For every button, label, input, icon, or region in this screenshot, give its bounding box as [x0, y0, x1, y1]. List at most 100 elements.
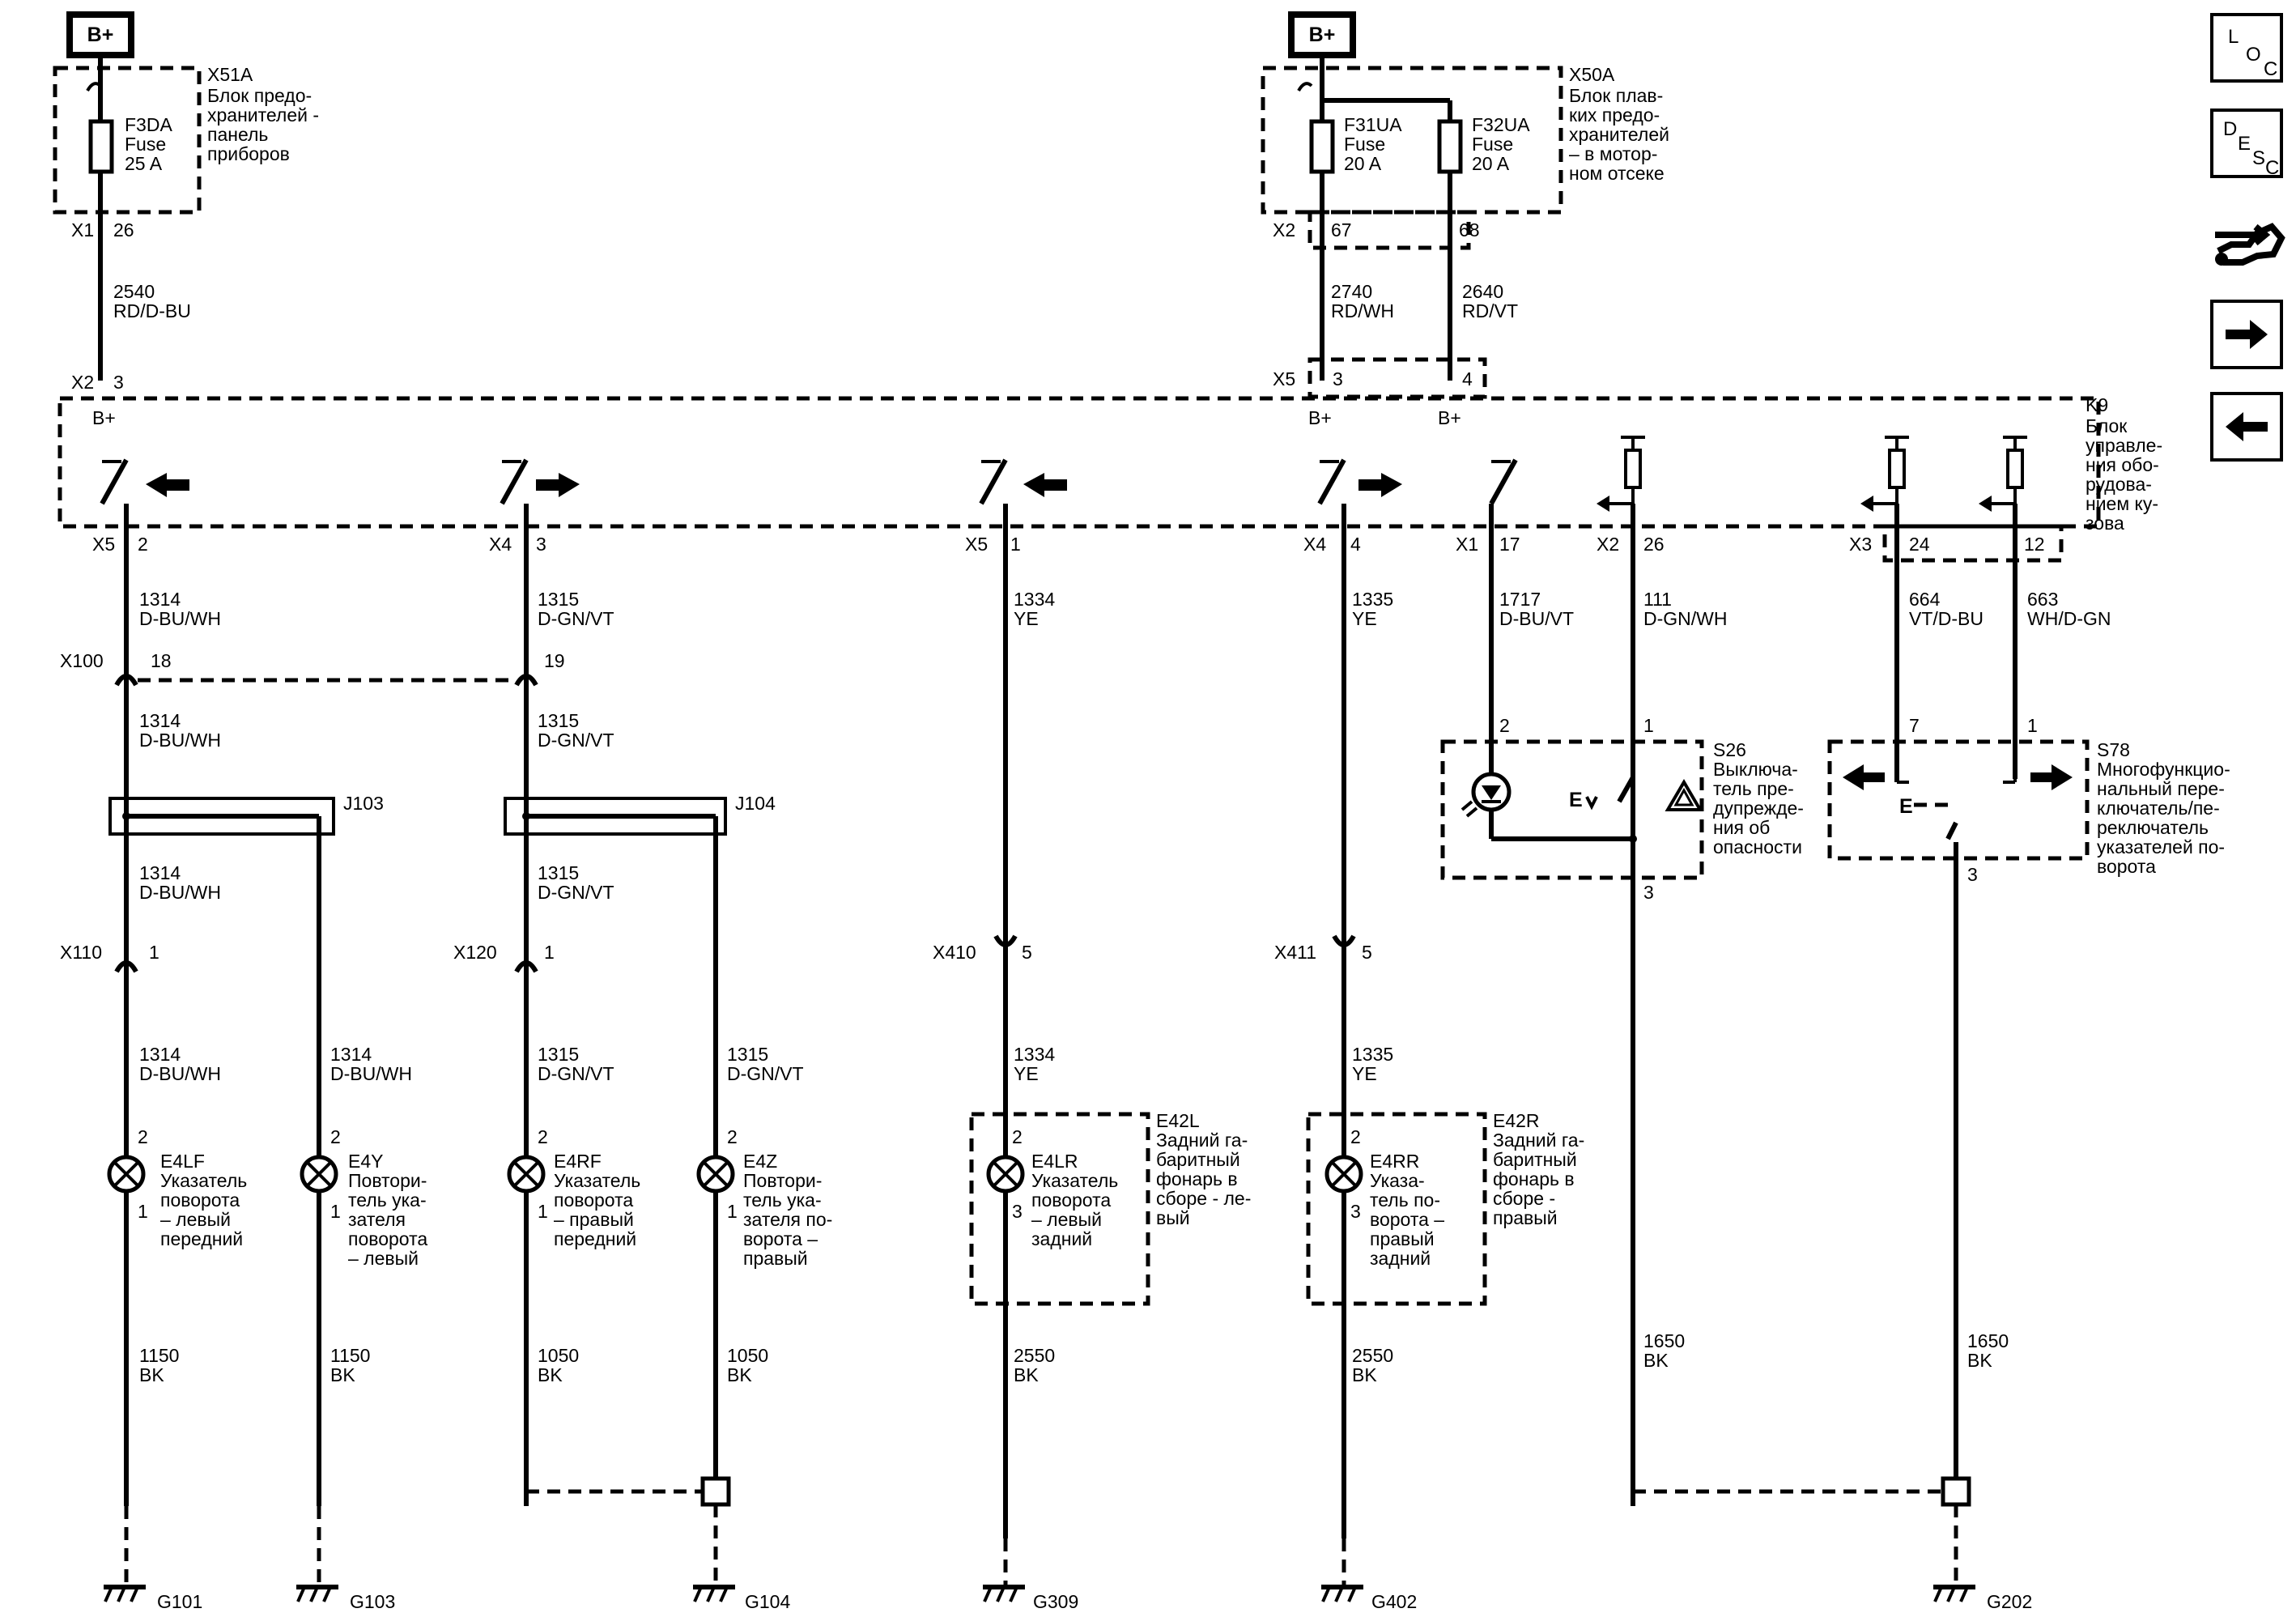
svg-text:1650: 1650 — [1643, 1330, 1685, 1351]
prev-button[interactable] — [2210, 392, 2283, 462]
svg-text:правый: правый — [743, 1248, 808, 1269]
component-locator-icon[interactable] — [2207, 202, 2288, 280]
svg-text:задний: задний — [1031, 1228, 1092, 1249]
k9-switch-4 — [1317, 458, 1402, 505]
svg-text:зателя по-: зателя по- — [743, 1209, 832, 1230]
ground-splice-g202 — [1631, 1425, 1971, 1507]
bplus-left: B+ — [66, 11, 134, 58]
k9-switch-1 — [100, 458, 189, 505]
svg-text:19: 19 — [544, 650, 565, 671]
svg-text:1150: 1150 — [139, 1345, 179, 1366]
svg-text:YE: YE — [1352, 1063, 1377, 1084]
hazard-lever-icon: E — [1569, 789, 1583, 811]
svg-text:X100: X100 — [60, 650, 104, 671]
svg-text:1315: 1315 — [538, 862, 579, 883]
svg-text:задний: задний — [1370, 1248, 1431, 1269]
svg-text:G103: G103 — [350, 1591, 395, 1612]
svg-text:2550: 2550 — [1014, 1345, 1055, 1366]
svg-text:664: 664 — [1909, 589, 1941, 610]
svg-text:Указатель: Указатель — [554, 1170, 640, 1191]
svg-text:3: 3 — [1350, 1201, 1361, 1222]
svg-text:3: 3 — [113, 372, 124, 393]
svg-text:B+: B+ — [1438, 407, 1461, 428]
switch-s26: E 2 1 3 S26 Выключа- тель пре- дупрежде-… — [1440, 715, 1804, 1506]
svg-text:J103: J103 — [343, 793, 384, 814]
svg-text:Fuse: Fuse — [1344, 134, 1385, 155]
svg-text:B+: B+ — [87, 23, 114, 46]
svg-text:1050: 1050 — [538, 1345, 579, 1366]
svg-text:рудова-: рудова- — [2086, 474, 2152, 495]
ground-g104: G104 — [693, 1585, 790, 1612]
next-button[interactable] — [2210, 300, 2283, 369]
svg-text:– левый: – левый — [348, 1248, 419, 1269]
svg-text:20 A: 20 A — [1472, 153, 1510, 174]
svg-text:нием ку-: нием ку- — [2086, 493, 2158, 514]
svg-text:G202: G202 — [1987, 1591, 2032, 1612]
svg-text:K9: K9 — [2086, 394, 2108, 415]
desc-button[interactable]: D E S C — [2210, 109, 2283, 179]
loc-button[interactable]: L O C — [2210, 13, 2283, 83]
fuse-block-x50a: F31UA Fuse 20 A F32UA Fuse 20 A X50A Бло… — [1261, 55, 1669, 381]
fuse-block-x51a: F3DA Fuse 25 A X51A Блок предо- хранител… — [53, 55, 319, 381]
svg-text:ких предо-: ких предо- — [1569, 104, 1660, 126]
svg-text:WH/D-GN: WH/D-GN — [2027, 608, 2111, 629]
svg-text:Блок предо-: Блок предо- — [207, 85, 312, 106]
connector-x120: X120 1 — [453, 942, 555, 973]
svg-text:1314: 1314 — [330, 1044, 372, 1065]
svg-text:– левый: – левый — [160, 1209, 231, 1230]
svg-text:Указа-: Указа- — [1370, 1170, 1425, 1191]
svg-text:зателя: зателя — [348, 1209, 406, 1230]
svg-text:BK: BK — [538, 1364, 563, 1385]
svg-text:B+: B+ — [1309, 23, 1336, 46]
svg-text:X5: X5 — [965, 534, 988, 555]
svg-text:X5: X5 — [1273, 368, 1295, 389]
ground-g402: G402 — [1321, 1585, 1417, 1612]
svg-text:X4: X4 — [1303, 534, 1326, 555]
svg-text:2: 2 — [538, 1126, 548, 1147]
svg-text:фонарь в: фонарь в — [1493, 1168, 1575, 1189]
svg-text:YE: YE — [1352, 608, 1377, 629]
connector-x410: X410 5 — [933, 934, 1032, 963]
svg-text:2550: 2550 — [1352, 1345, 1393, 1366]
svg-text:Указатель: Указатель — [1031, 1170, 1118, 1191]
k9-switch-3 — [979, 458, 1067, 505]
svg-text:3: 3 — [536, 534, 546, 555]
module-k9: X2 3 B+ X5 3 4 B+ B+ K9 Блок управле- ни… — [57, 357, 2162, 563]
lamp-e4y: 2 1 E4Y Повтори- тель ука- зателя поворо… — [300, 1126, 427, 1269]
svg-text:2: 2 — [138, 1126, 148, 1147]
svg-text:2: 2 — [138, 534, 148, 555]
svg-text:26: 26 — [1643, 534, 1665, 555]
svg-text:E4LR: E4LR — [1031, 1151, 1078, 1172]
svg-text:BK: BK — [139, 1364, 164, 1385]
svg-text:1: 1 — [330, 1201, 341, 1222]
svg-text:1335: 1335 — [1352, 1044, 1393, 1065]
svg-text:тель по-: тель по- — [1370, 1189, 1440, 1211]
splice-j104: J104 — [504, 793, 776, 1482]
svg-text:поворота: поворота — [1031, 1189, 1111, 1211]
svg-text:X4: X4 — [489, 534, 512, 555]
svg-text:RD/WH: RD/WH — [1331, 300, 1394, 321]
k9-input-12 — [1979, 436, 2027, 512]
ground-g101: G101 — [104, 1585, 202, 1612]
svg-text:тель ука-: тель ука- — [348, 1189, 427, 1211]
svg-text:Многофункцио-: Многофункцио- — [2097, 759, 2230, 780]
fuse-f3da-label-2: Fuse — [125, 134, 166, 155]
svg-text:ворота –: ворота – — [743, 1228, 818, 1249]
svg-text:Задний га-: Задний га- — [1156, 1130, 1248, 1151]
svg-text:D-BU/WH: D-BU/WH — [139, 608, 221, 629]
assembly-e42l: 2 3 E4LR Указатель поворота – левый задн… — [969, 1110, 1251, 1306]
svg-text:нальный пере-: нальный пере- — [2097, 778, 2225, 799]
connector-x110: X110 1 — [60, 942, 159, 973]
svg-text:D-GN/VT: D-GN/VT — [538, 1063, 614, 1084]
svg-text:663: 663 — [2027, 589, 2058, 610]
fuse-f3da-label-1: F3DA — [125, 114, 172, 135]
svg-text:RD/VT: RD/VT — [1462, 300, 1518, 321]
svg-text:Блок: Блок — [2086, 415, 2128, 436]
svg-text:1: 1 — [1010, 534, 1021, 555]
svg-text:1: 1 — [727, 1201, 738, 1222]
svg-text:7: 7 — [1909, 715, 1920, 736]
svg-text:YE: YE — [1014, 1063, 1039, 1084]
svg-text:поворота: поворота — [160, 1189, 240, 1211]
svg-text:D-BU/WH: D-BU/WH — [330, 1063, 412, 1084]
k9-switch-2 — [500, 458, 580, 505]
